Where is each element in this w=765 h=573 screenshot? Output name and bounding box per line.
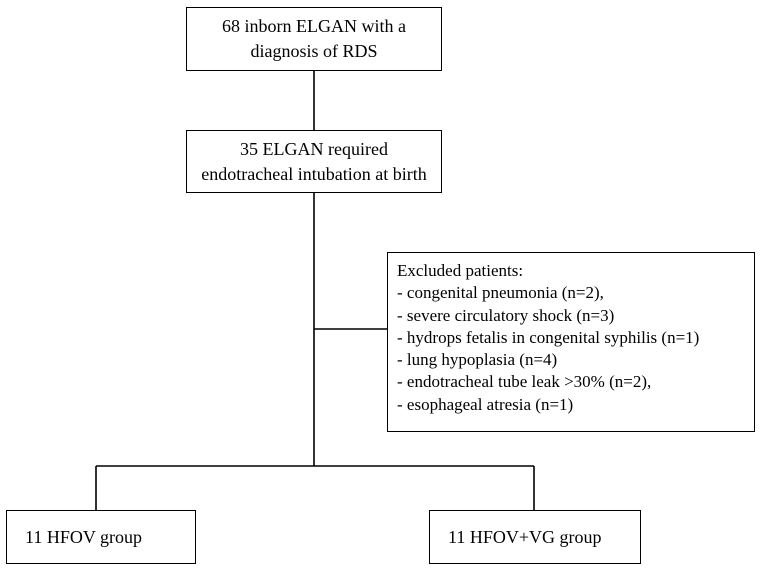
node-hfov-group: 11 HFOV group	[6, 510, 196, 564]
excluded-item: - lung hypoplasia (n=4)	[397, 350, 558, 370]
node-inborn-elgan: 68 inborn ELGAN with a diagnosis of RDS	[186, 7, 442, 71]
node-hfov-vg-label: 11 HFOV+VG group	[448, 526, 602, 547]
node-inborn-line-2: diagnosis of RDS	[250, 41, 378, 61]
node-intubated-elgan: 35 ELGAN required endotracheal intubatio…	[186, 130, 442, 193]
node-excluded-patients: Excluded patients: - congenital pneumoni…	[387, 252, 755, 432]
node-hfov-vg-group: 11 HFOV+VG group	[429, 510, 641, 564]
excluded-item: - congenital pneumonia (n=2),	[397, 283, 604, 303]
excluded-item: - endotracheal tube leak >30% (n=2),	[397, 372, 652, 392]
node-hfov-label: 11 HFOV group	[25, 526, 143, 547]
excluded-item: - hydrops fetalis in congenital syphilis…	[397, 327, 700, 347]
node-intubated-line-1: 35 ELGAN required	[240, 138, 388, 159]
node-intubated-line-2: endotracheal intubation at birth	[201, 163, 427, 184]
excluded-item: - severe circulatory shock (n=3)	[397, 305, 615, 325]
excluded-item: - esophageal atresia (n=1)	[397, 394, 574, 414]
excluded-title: Excluded patients:	[397, 261, 524, 280]
node-inborn-line-1: 68 inborn ELGAN with a	[222, 16, 406, 36]
